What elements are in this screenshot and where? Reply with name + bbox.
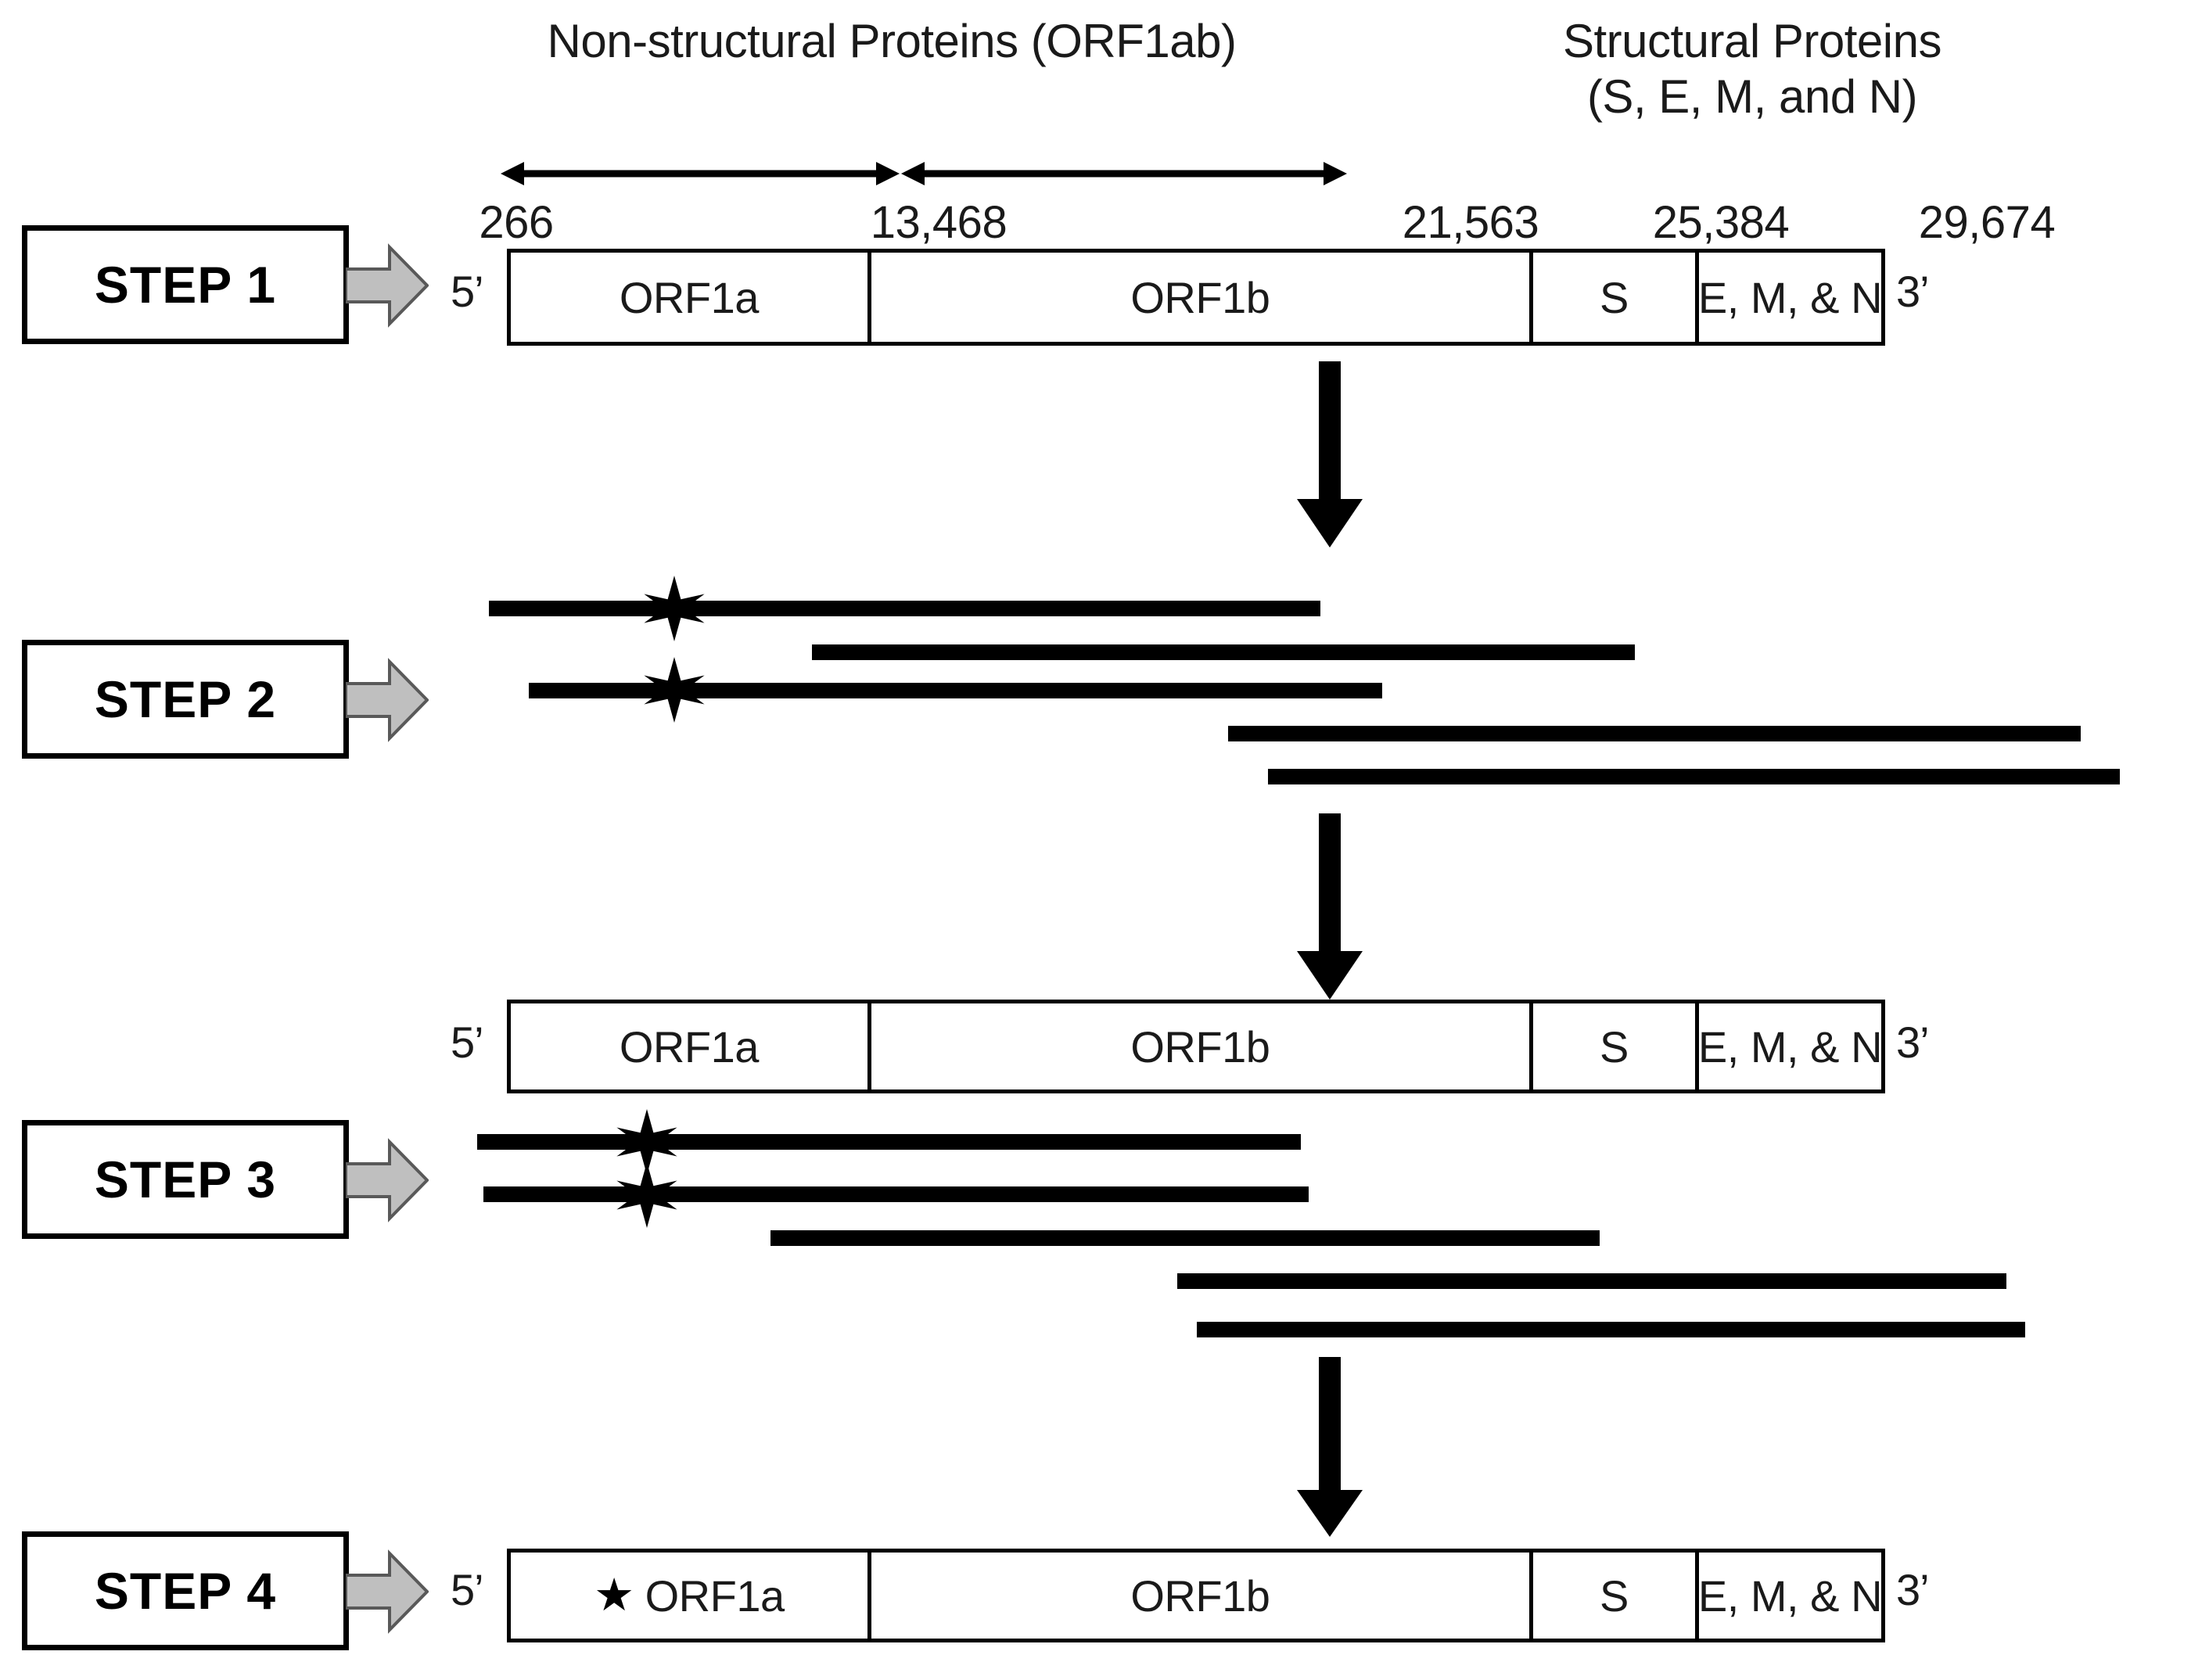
range-arrow-nonstructural (501, 162, 900, 185)
step-3-pointer-icon (346, 1138, 429, 1222)
range-arrow-structural (901, 162, 1347, 185)
step-4-three-prime-label: 3’ (1896, 1565, 1930, 1614)
step-1-three-prime-label: 3’ (1896, 267, 1930, 316)
step-4-box: STEP 4 (22, 1531, 349, 1650)
step-4-segment-orf1b-label: ORF1b (1130, 1571, 1270, 1621)
step-4-pointer-icon (346, 1549, 429, 1634)
step-4-segment-orf1b: ORF1b (871, 1553, 1533, 1639)
step-2-read-3 (529, 683, 1382, 698)
step-3-segment-emn-label: E, M, & N (1697, 1021, 1883, 1072)
step-3-segment-s: S (1533, 1003, 1699, 1089)
step-4-segment-emn: E, M, & N (1697, 1553, 1883, 1639)
step-4-segment-orf1a-label: ORF1a (645, 1571, 785, 1621)
step-3-segment-orf1a: ORF1a (511, 1003, 871, 1089)
step-3-read-2 (483, 1186, 1309, 1202)
step-3-segment-orf1a-label: ORF1a (619, 1021, 760, 1072)
step-1-segment-orf1a: ORF1a (511, 253, 871, 342)
step-3-segment-orf1b-label: ORF1b (1130, 1021, 1270, 1072)
step-1-segment-s: S (1533, 253, 1699, 342)
step-3-read-1 (477, 1134, 1301, 1150)
step-3-box: STEP 3 (22, 1120, 349, 1239)
coordinate-25384: 25,384 (1652, 197, 1790, 248)
flow-arrow-step2-to-step3-icon (1297, 813, 1363, 1000)
step-3-genome-bar: ORF1a ORF1b S E, M, & N (507, 1000, 1885, 1093)
coordinate-29674: 29,674 (1918, 197, 2056, 248)
step-2-box: STEP 2 (22, 640, 349, 759)
coordinate-13468: 13,468 (870, 197, 1008, 248)
step-3-label: STEP 3 (94, 1151, 277, 1208)
flow-arrow-step3-to-step4-icon (1297, 1357, 1363, 1537)
step-3-read-1-mutation-star-icon (616, 1109, 677, 1175)
step-1-segment-emn: E, M, & N (1697, 253, 1883, 342)
step-4-genome-bar: ★ ORF1a ORF1b S E, M, & N (507, 1549, 1885, 1642)
step-2-read-2 (812, 644, 1635, 660)
header-structural-proteins: Structural Proteins (S, E, M, and N) (1562, 15, 1942, 123)
step-2-label: STEP 2 (94, 670, 277, 728)
step-2-read-1 (489, 601, 1320, 616)
step-3-read-2-mutation-star-icon (616, 1162, 677, 1228)
step-3-segment-orf1b: ORF1b (871, 1003, 1533, 1089)
step-3-five-prime-label: 5’ (451, 1018, 484, 1067)
step-1-five-prime-label: 5’ (451, 267, 484, 316)
step-3-read-3 (770, 1230, 1600, 1246)
step-4-segment-s-label: S (1600, 1571, 1629, 1621)
step-1-label: STEP 1 (94, 256, 277, 314)
step-1-segment-orf1a-label: ORF1a (619, 272, 760, 322)
step-3-read-5 (1197, 1322, 2025, 1337)
step-1-box: STEP 1 (22, 225, 349, 344)
step-1-segment-emn-label: E, M, & N (1697, 272, 1883, 322)
step-4-five-prime-label: 5’ (451, 1565, 484, 1614)
step-4-segment-s: S (1533, 1553, 1699, 1639)
coordinate-21563: 21,563 (1402, 197, 1539, 248)
step-2-read-4 (1228, 726, 2081, 741)
step-4-segment-orf1a: ★ ORF1a (511, 1553, 871, 1639)
coordinate-266: 266 (479, 197, 554, 248)
step-3-read-4 (1177, 1273, 2006, 1289)
step-1-segment-orf1b: ORF1b (871, 253, 1533, 342)
step-1-pointer-icon (346, 243, 429, 328)
step-1-segment-orf1b-label: ORF1b (1130, 272, 1270, 322)
step-2-read-3-mutation-star-icon (644, 657, 705, 723)
step-3-three-prime-label: 3’ (1896, 1018, 1930, 1067)
step-4-label: STEP 4 (94, 1562, 277, 1620)
flow-arrow-step1-to-step2-icon (1297, 361, 1363, 547)
step-2-read-1-mutation-star-icon (644, 576, 705, 641)
step-4-orf1a-consensus-star-icon: ★ (594, 1570, 634, 1621)
step-4-segment-emn-label: E, M, & N (1697, 1571, 1883, 1621)
step-2-read-5 (1268, 769, 2120, 784)
step-1-segment-s-label: S (1600, 272, 1629, 322)
step-3-segment-s-label: S (1600, 1021, 1629, 1072)
step-1-genome-bar: ORF1a ORF1b S E, M, & N (507, 249, 1885, 346)
step-3-segment-emn: E, M, & N (1697, 1003, 1883, 1089)
step-2-pointer-icon (346, 658, 429, 742)
header-nonstructural-proteins: Non-structural Proteins (ORF1ab) (547, 15, 1237, 67)
